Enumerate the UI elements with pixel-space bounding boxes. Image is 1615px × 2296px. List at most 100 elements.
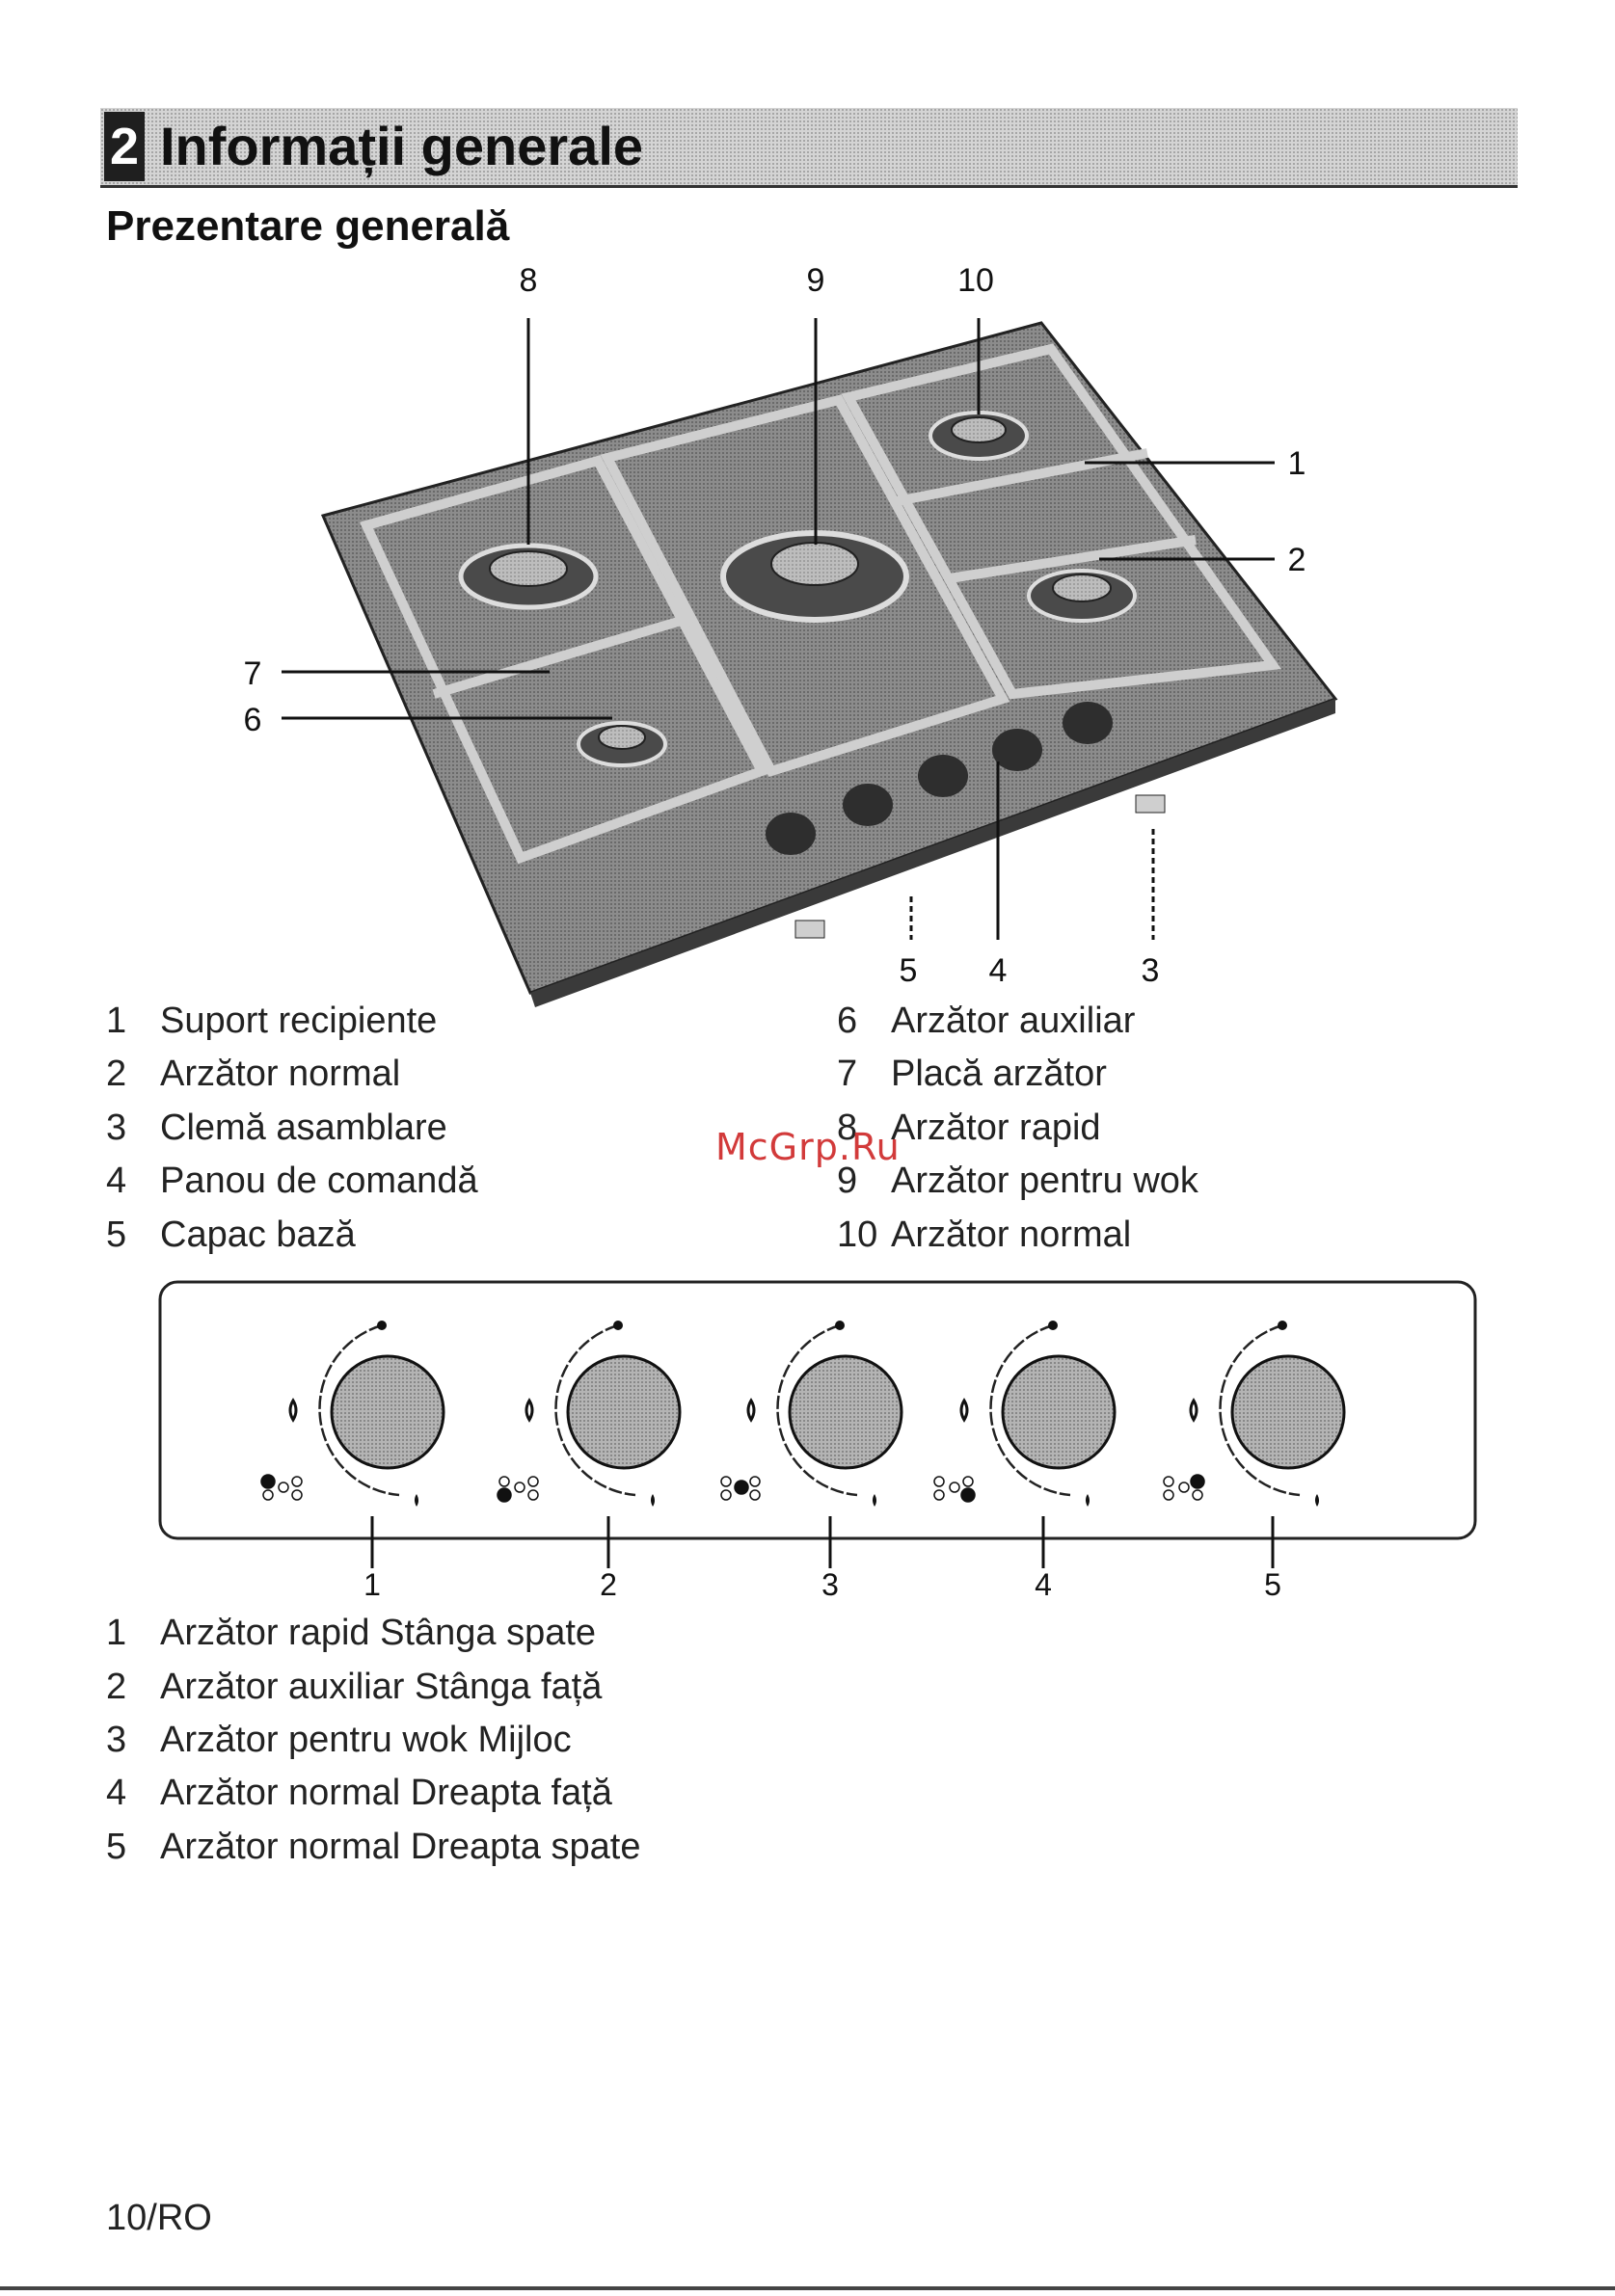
legend-text: Arzător auxiliar Stânga față [160, 1667, 603, 1707]
bottom-rule [0, 2286, 1615, 2290]
burner-dot [1163, 1489, 1174, 1501]
legend-text: Arzător rapid [891, 1108, 1101, 1148]
legend-num: 3 [106, 1108, 127, 1148]
knob-label-1: 1 [363, 1567, 381, 1602]
legend-text: Placă arzător [891, 1054, 1107, 1094]
hob-knobs [766, 702, 1113, 855]
control-knob [1163, 1321, 1346, 1568]
burner-dot [1163, 1476, 1174, 1487]
control-knob [260, 1321, 445, 1568]
burner-dot [749, 1476, 761, 1487]
pan-support-left [359, 455, 769, 865]
knob-body [1001, 1354, 1117, 1470]
legend-text: Arzător pentru wok Mijloc [160, 1720, 572, 1760]
flame-small-icon [1315, 1494, 1319, 1507]
callout-lines [282, 318, 1275, 940]
legend-text: Clemă asamblare [160, 1108, 447, 1148]
burner-dot [527, 1489, 539, 1501]
burner-normal-front [1027, 569, 1137, 623]
section-number: 2 [104, 112, 145, 181]
knob-label-4: 4 [1035, 1567, 1052, 1602]
burner-rapid [458, 543, 599, 610]
flame-small-icon [415, 1494, 418, 1507]
burner-dot [514, 1482, 525, 1493]
burner-dot [933, 1476, 945, 1487]
hob-illustration: 8 9 10 1 2 7 6 5 4 3 [244, 262, 1338, 1007]
knob-dial-arc [776, 1323, 858, 1497]
burner-dot [291, 1489, 303, 1501]
callout-6: 6 [244, 702, 262, 738]
flame-large-icon [1189, 1398, 1198, 1423]
active-burner-dot [734, 1480, 749, 1495]
knob-body [1230, 1354, 1346, 1470]
off-dot [1278, 1321, 1287, 1330]
burner-dot [962, 1476, 974, 1487]
legend-item: 1 Arzător rapid Stânga spate [106, 1613, 596, 1654]
section-header: 2 Informații generale [100, 108, 1518, 188]
clamp-right [1135, 794, 1166, 814]
page-subtitle: Prezentare generală [106, 202, 510, 250]
active-burner-dot [497, 1487, 512, 1503]
knob-label-2: 2 [600, 1567, 617, 1602]
legend-num: 3 [106, 1720, 127, 1760]
legend-item: 3 Arzător pentru wok Mijloc [106, 1720, 572, 1761]
active-burner-dot [260, 1474, 276, 1489]
section-title: Informații generale [160, 116, 644, 176]
knob-body [566, 1354, 682, 1470]
flame-large-icon [959, 1398, 969, 1423]
legend-num: 6 [837, 1001, 858, 1041]
burner-dot [291, 1476, 303, 1487]
hob-front-edge [530, 699, 1335, 1007]
knob-dial-arc [989, 1323, 1071, 1497]
legend-num: 5 [106, 1827, 127, 1867]
legend-num: 2 [106, 1667, 127, 1707]
flame-large-icon [525, 1398, 534, 1423]
pan-support-middle [600, 394, 1010, 778]
page-number: 10/RO [106, 2198, 212, 2238]
active-burner-dot [1190, 1474, 1205, 1489]
legend-num: 5 [106, 1215, 127, 1255]
legend-item: 5 Capac bază [106, 1215, 356, 1256]
callout-7: 7 [244, 655, 262, 692]
legend-text: Capac bază [160, 1215, 356, 1255]
legend-text: Arzător normal [891, 1215, 1132, 1255]
knob-dial-arc [1219, 1323, 1301, 1497]
burner-dot [1192, 1489, 1203, 1501]
legend-num: 4 [106, 1161, 127, 1201]
off-dot [835, 1321, 845, 1330]
burner-position-icon [720, 1476, 761, 1501]
callout-10: 10 [957, 262, 994, 299]
legend-text: Suport recipiente [160, 1001, 438, 1041]
legend-text: Arzător rapid Stânga spate [160, 1613, 597, 1653]
flame-large-icon [288, 1398, 298, 1423]
callout-4: 4 [989, 952, 1008, 989]
knob-dial-arc [554, 1323, 636, 1497]
legend-num: 9 [837, 1161, 858, 1201]
legend-num: 1 [106, 1613, 127, 1653]
callout-1: 1 [1288, 445, 1306, 482]
burner-dot [720, 1489, 732, 1501]
burner-dot [949, 1482, 960, 1493]
callout-8: 8 [520, 262, 538, 299]
legend-text: Arzător pentru wok [891, 1161, 1198, 1201]
knob-label-5: 5 [1264, 1567, 1281, 1602]
burner-position-icon [1163, 1474, 1205, 1501]
burner-dot [933, 1489, 945, 1501]
legend-num: 1 [106, 1001, 127, 1041]
legend-item: 3 Clemă asamblare [106, 1108, 447, 1149]
control-knob [497, 1321, 682, 1568]
off-dot [1048, 1321, 1058, 1330]
burner-dot [720, 1476, 732, 1487]
legend-text: Arzător normal Dreapta față [160, 1773, 612, 1813]
legend-text: Arzător normal [160, 1054, 401, 1094]
control-knob [933, 1321, 1117, 1568]
flame-small-icon [873, 1494, 876, 1507]
off-dot [377, 1321, 387, 1330]
burner-wok [720, 530, 909, 623]
callout-9: 9 [807, 262, 825, 299]
legend-item: 9 Arzător pentru wok [837, 1161, 1198, 1202]
